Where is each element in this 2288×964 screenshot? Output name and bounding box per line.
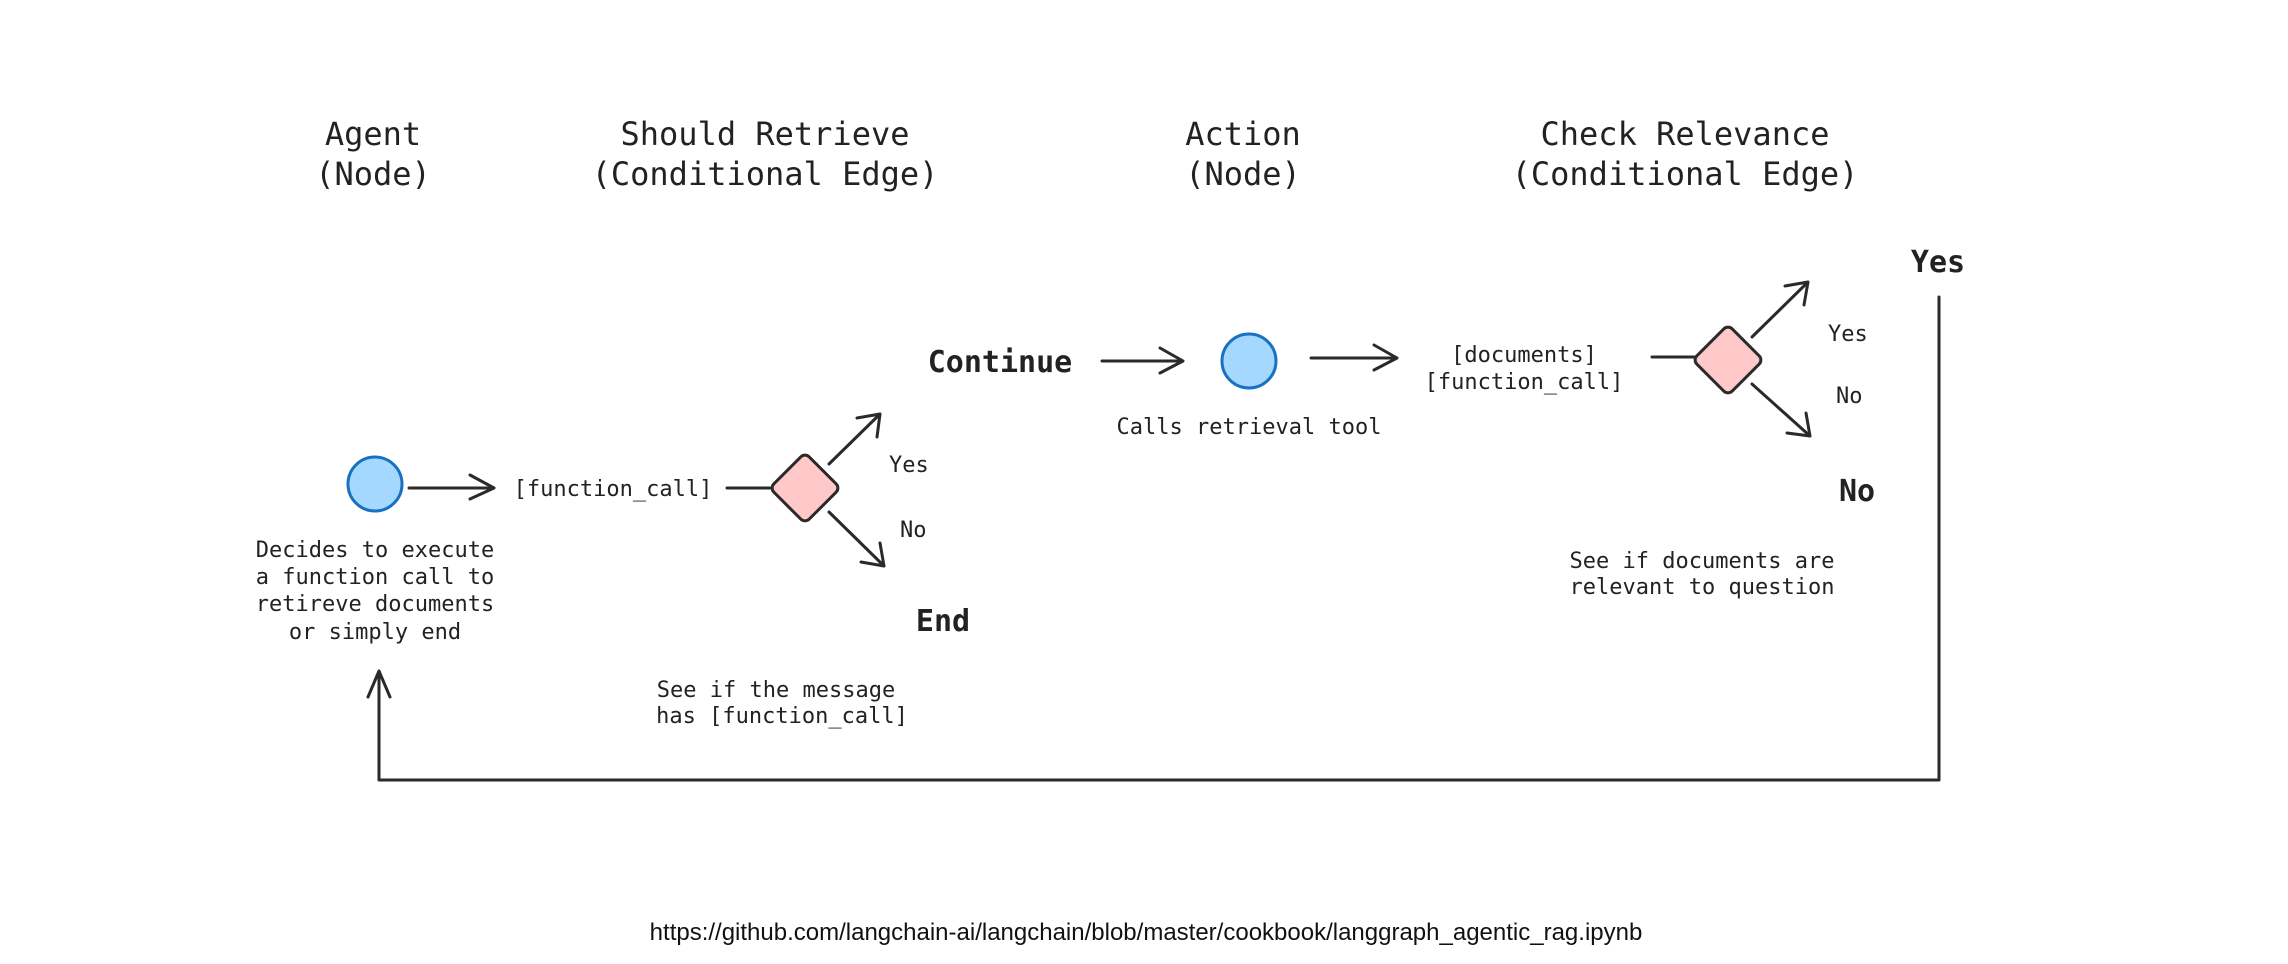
header-action-subtitle: (Node): [1185, 155, 1301, 193]
arrow-check-relevance-yes: [1750, 280, 1810, 339]
arrow-continue-to-action: [1100, 346, 1185, 375]
check-relevance-decision: [1693, 325, 1763, 395]
check-relevance-description-line-2: relevant to question: [1570, 575, 1835, 600]
header-should-retrieve-title: Should Retrieve: [621, 115, 910, 153]
action-output-function-call: [function_call]: [1425, 370, 1624, 395]
agent-description-line-3: retireve documents: [256, 592, 494, 617]
check-relevance-no-state: No: [1839, 474, 1875, 509]
should-retrieve-description-line-1: See if the message: [657, 678, 895, 703]
should-retrieve-decision: [770, 453, 840, 523]
should-retrieve-end-state: End: [916, 604, 970, 639]
arrow-check-relevance-no: [1750, 382, 1812, 438]
header-check-relevance-subtitle: (Conditional Edge): [1512, 155, 1859, 193]
should-retrieve-no-label: No: [900, 518, 927, 543]
source-url: https://github.com/langchain-ai/langchai…: [650, 919, 1643, 946]
loop-back-to-agent-arrow: [366, 295, 1941, 782]
arrow-should-retrieve-yes: [827, 412, 882, 466]
action-node: [1220, 332, 1278, 390]
check-relevance-yes-state: Yes: [1911, 245, 1965, 280]
should-retrieve-continue-state: Continue: [928, 345, 1073, 380]
action-output-documents: [documents]: [1451, 343, 1597, 368]
agent-description-line-4: or simply end: [289, 620, 461, 645]
header-action-title: Action: [1185, 115, 1301, 153]
arrow-action-to-documents: [1309, 343, 1399, 372]
should-retrieve-yes-label: Yes: [889, 453, 929, 478]
check-relevance-no-label: No: [1836, 384, 1863, 409]
check-relevance-description-line-1: See if documents are: [1570, 549, 1835, 574]
agent-description-line-1: Decides to execute: [256, 538, 494, 563]
header-should-retrieve-subtitle: (Conditional Edge): [592, 155, 939, 193]
agent-node: [346, 455, 404, 513]
agent-description-line-2: a function call to: [256, 565, 494, 590]
arrow-should-retrieve-no: [827, 510, 886, 568]
header-check-relevance-title: Check Relevance: [1541, 115, 1830, 153]
header-agent-title: Agent: [325, 115, 421, 153]
arrow-agent-to-function-call: [407, 473, 496, 501]
check-relevance-yes-label: Yes: [1828, 322, 1868, 347]
should-retrieve-description-line-2: has [function_call]: [656, 704, 908, 729]
header-agent-subtitle: (Node): [315, 155, 431, 193]
agent-output-label: [function_call]: [514, 477, 713, 502]
action-description: Calls retrieval tool: [1117, 415, 1382, 440]
